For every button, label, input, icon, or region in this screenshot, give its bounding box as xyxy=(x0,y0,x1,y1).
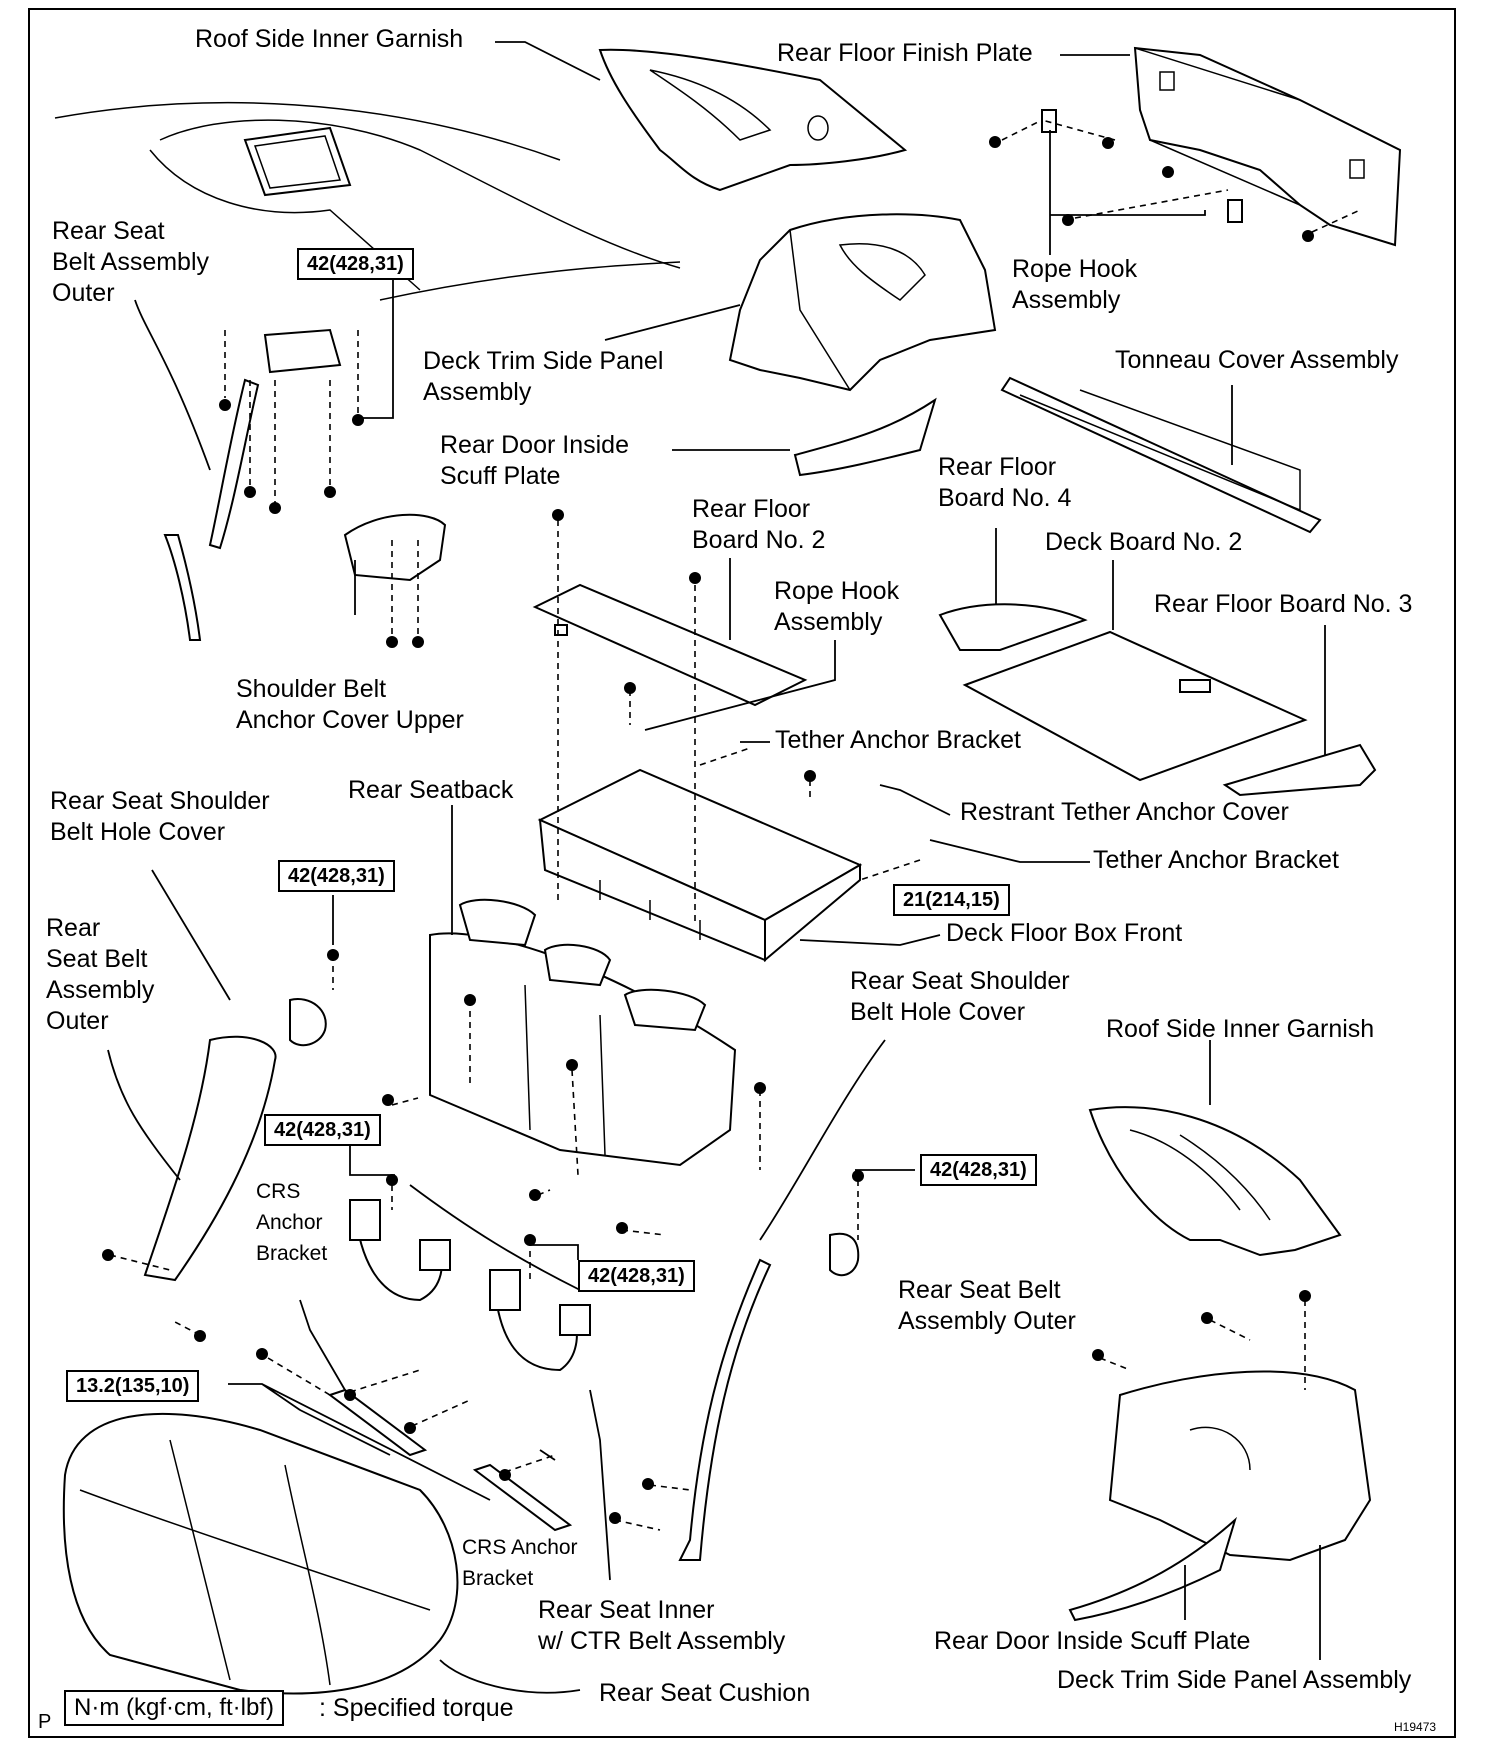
tonneau-cover-drawing xyxy=(1000,376,1322,534)
shoulder-belt-anchor-cover-drawing xyxy=(343,513,447,582)
label-rear-seat-belt-outer-top: Rear Seat Belt Assembly Outer xyxy=(52,217,210,307)
label-rear-seat-shoulder-belt-hole-cover-left: Rear Seat Shoulder Belt Hole Cover xyxy=(50,787,270,846)
label-tonneau-cover-assembly: Tonneau Cover Assembly xyxy=(1115,346,1399,374)
roof-side-inner-garnish-top-drawing xyxy=(598,48,908,192)
rear-floor-board-no2-drawing xyxy=(532,583,808,707)
torque-box: 42(428,31) xyxy=(278,860,395,892)
torque-box: 42(428,31) xyxy=(920,1154,1037,1186)
label-rear-seat-belt-outer-right: Rear Seat Belt Assembly Outer xyxy=(898,1276,1076,1335)
torque-box: 42(428,31) xyxy=(578,1260,695,1292)
label-deck-trim-side-panel-top: Deck Trim Side Panel Assembly xyxy=(423,347,664,406)
torque-box: 42(428,31) xyxy=(297,248,414,280)
bolt-icons xyxy=(102,136,1314,1524)
label-rear-seat-shoulder-belt-hole-cover-right: Rear Seat Shoulder Belt Hole Cover xyxy=(850,967,1070,1026)
rear-seat-belt-outer-right-drawing xyxy=(678,1232,860,1561)
label-deck-board-no2: Deck Board No. 2 xyxy=(1045,528,1243,556)
label-rear-floor-finish-plate: Rear Floor Finish Plate xyxy=(777,39,1033,67)
label-rear-floor-board-no2: Rear Floor Board No. 2 xyxy=(692,495,826,554)
crs-anchor-bracket-drawing xyxy=(327,1388,573,1532)
label-crs-anchor-bracket-left: CRS Anchor Bracket xyxy=(256,1180,328,1265)
rear-floor-board-no4-drawing xyxy=(938,603,1088,651)
label-rear-seat-inner-belt: Rear Seat Inner w/ CTR Belt Assembly xyxy=(538,1596,786,1655)
roof-side-inner-garnish-right-drawing xyxy=(1088,1106,1342,1257)
label-rear-seat-belt-outer-left: Rear Seat Belt Assembly Outer xyxy=(46,914,155,1035)
label-rope-hook-assembly-mid: Rope Hook Assembly xyxy=(774,577,900,636)
torque-box: 13.2(135,10) xyxy=(66,1370,200,1402)
figure-code: H19473 xyxy=(1394,1720,1437,1734)
diagram-frame xyxy=(28,8,1456,1738)
deck-board-no2-drawing xyxy=(962,630,1308,782)
label-rear-floor-board-no3: Rear Floor Board No. 3 xyxy=(1154,590,1413,618)
deck-trim-side-panel-top-drawing xyxy=(728,213,997,392)
torque-box: 42(428,31) xyxy=(264,1114,381,1146)
legend-unit-box: N·m (kgf·cm, ft·lbf) xyxy=(64,1690,284,1726)
legend-text: : Specified torque xyxy=(319,1694,514,1722)
label-rope-hook-assembly-top: Rope Hook Assembly xyxy=(1012,255,1138,314)
rear-floor-board-no3-drawing xyxy=(1222,743,1377,797)
label-tether-anchor-bracket-upper: Tether Anchor Bracket xyxy=(775,726,1021,754)
rear-door-scuff-plate-bottom-drawing xyxy=(1068,1516,1237,1622)
label-tether-anchor-bracket-lower: Tether Anchor Bracket xyxy=(1093,846,1339,874)
label-shoulder-belt-anchor-cover-upper: Shoulder Belt Anchor Cover Upper xyxy=(236,675,464,734)
corner-letter: P xyxy=(38,1711,52,1733)
deck-trim-side-panel-bottom-drawing xyxy=(1108,1370,1372,1562)
rear-floor-finish-plate-drawing xyxy=(1041,46,1402,247)
deck-floor-box-drawing xyxy=(537,768,863,963)
rear-seat-inner-belt-drawing xyxy=(349,1199,591,1372)
label-rear-door-scuff-plate-bottom: Rear Door Inside Scuff Plate xyxy=(934,1627,1251,1655)
rear-door-scuff-plate-top-drawing xyxy=(793,397,937,477)
label-rear-seat-cushion: Rear Seat Cushion xyxy=(599,1679,811,1707)
label-crs-anchor-bracket-right: CRS Anchor Bracket xyxy=(462,1536,578,1590)
torque-box: 21(214,15) xyxy=(893,884,1010,916)
rear-seat-cushion-drawing xyxy=(62,1412,459,1695)
rear-seatback-drawing xyxy=(429,898,737,1167)
label-restraint-tether-anchor-cover: Restrant Tether Anchor Cover xyxy=(960,798,1289,826)
label-rear-floor-board-no4: Rear Floor Board No. 4 xyxy=(938,453,1072,512)
label-rear-seatback: Rear Seatback xyxy=(348,776,514,804)
rear-seat-belt-outer-left-drawing xyxy=(143,998,327,1282)
rear-seat-belt-outer-top-drawing xyxy=(163,328,342,641)
label-rear-door-scuff-plate-top: Rear Door Inside Scuff Plate xyxy=(440,431,629,490)
roof-headliner-drawing xyxy=(54,102,681,301)
label-roof-side-inner-garnish-top: Roof Side Inner Garnish xyxy=(195,25,464,53)
leader-lines xyxy=(107,41,1326,1694)
label-deck-floor-box-front: Deck Floor Box Front xyxy=(946,919,1183,947)
label-roof-side-inner-garnish-right: Roof Side Inner Garnish xyxy=(1106,1015,1375,1043)
label-deck-trim-side-panel-bottom: Deck Trim Side Panel Assembly xyxy=(1057,1666,1412,1694)
